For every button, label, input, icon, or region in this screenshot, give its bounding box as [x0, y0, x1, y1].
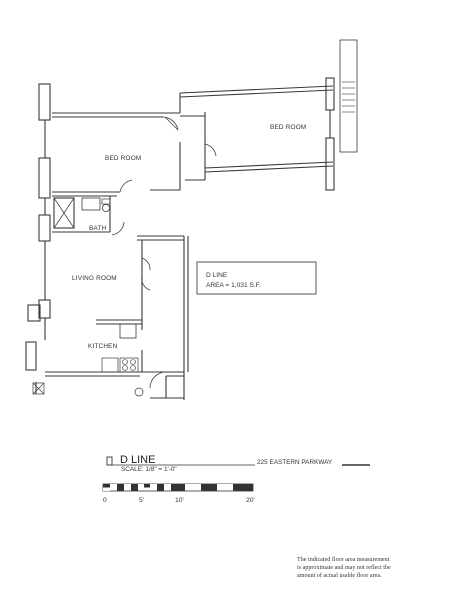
scale-tick-20: 20' — [246, 497, 255, 504]
scale-tick-0: 0 — [103, 497, 107, 504]
room-label-bedroom-right: BED ROOM — [270, 124, 306, 131]
title-block-address: 225 EASTERN PARKWAY — [257, 459, 333, 466]
title-block-title: D LINE — [120, 454, 155, 466]
unit-info-line: D LINE — [206, 272, 228, 279]
scale-bar — [102, 483, 254, 492]
plan-walls — [25, 39, 358, 400]
title-marker — [106, 456, 113, 466]
area-disclaimer: The indicated floor area measurement is … — [297, 556, 447, 580]
unit-info-area: AREA = 1,031 S.F. — [206, 282, 261, 289]
disclaimer-line: is approximate and may not reflect the — [297, 565, 391, 571]
room-label-kitchen: KITCHEN — [88, 343, 118, 350]
room-label-bath: BATH — [89, 225, 107, 232]
disclaimer-line: amount of actual usable floor area. — [297, 573, 382, 579]
room-label-living-room: LIVING ROOM — [72, 275, 117, 282]
unit-info-box — [196, 261, 317, 295]
room-label-bedroom-left: BED ROOM — [105, 155, 141, 162]
scale-tick-5: 5' — [139, 497, 144, 504]
disclaimer-line: The indicated floor area measurement — [297, 557, 390, 563]
scale-tick-10: 10' — [175, 497, 184, 504]
title-block-scale: SCALE: 1/8" = 1'-0" — [121, 466, 177, 473]
